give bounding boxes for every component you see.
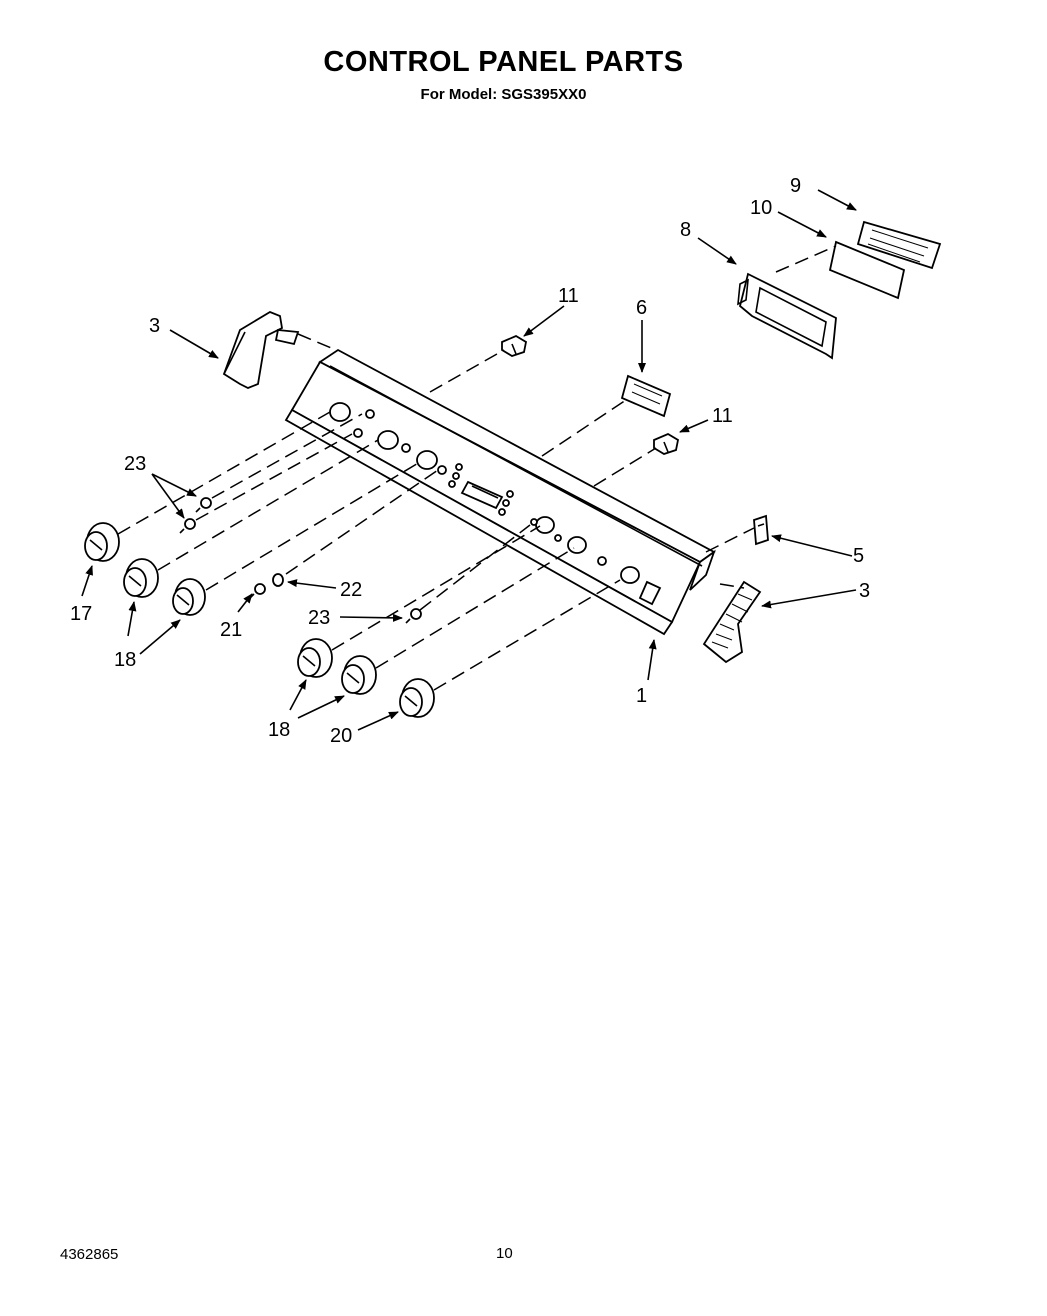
clip-lower (653, 432, 680, 455)
washer-22 (272, 573, 284, 587)
knob-18-right (297, 638, 333, 678)
display-bracket (737, 272, 837, 360)
panel-label-plate (620, 374, 672, 418)
knob-20 (399, 678, 435, 718)
callout-6: 6 (636, 297, 647, 319)
rocker-switch (753, 514, 769, 546)
knob-18-center (341, 655, 377, 695)
control-panel-console (284, 348, 716, 636)
assembly-lines (117, 245, 837, 691)
screw-21 (249, 583, 266, 599)
callout-3-left: 3 (149, 315, 160, 337)
callout-22: 22 (340, 579, 362, 601)
callout-18-left: 18 (114, 649, 136, 671)
leader-arrows (81, 189, 857, 731)
callout-23-right: 23 (308, 607, 330, 629)
callout-3-right: 3 (859, 580, 870, 602)
callout-17: 17 (70, 603, 92, 625)
model-subtitle: For Model: SGS395XX0 (420, 86, 587, 103)
knob-17 (84, 522, 120, 562)
callout-18-right: 18 (268, 719, 290, 741)
callout-11-upper: 11 (558, 285, 579, 307)
display-overlay (856, 220, 942, 270)
end-cap-left (222, 310, 300, 389)
document-number: 4362865 (60, 1246, 119, 1263)
callout-1: 1 (636, 685, 647, 707)
screw-23-lower (179, 518, 196, 534)
knob-19 (172, 578, 206, 616)
clip-upper (501, 334, 528, 357)
screw-23-right (405, 608, 422, 624)
callout-20: 20 (330, 725, 352, 747)
callout-21: 21 (220, 619, 242, 641)
display-lens (828, 240, 906, 300)
callout-10: 10 (750, 197, 772, 219)
callout-8: 8 (680, 219, 691, 241)
callout-9: 9 (790, 175, 801, 197)
page-number: 10 (496, 1245, 513, 1262)
knob-18-left (123, 558, 159, 598)
page-title: CONTROL PANEL PARTS (323, 46, 684, 78)
callout-5: 5 (853, 545, 864, 567)
callout-23-left: 23 (124, 453, 146, 475)
end-cap-right (702, 580, 762, 664)
screw-23-upper (195, 497, 212, 513)
callout-11-lower: 11 (712, 405, 733, 427)
